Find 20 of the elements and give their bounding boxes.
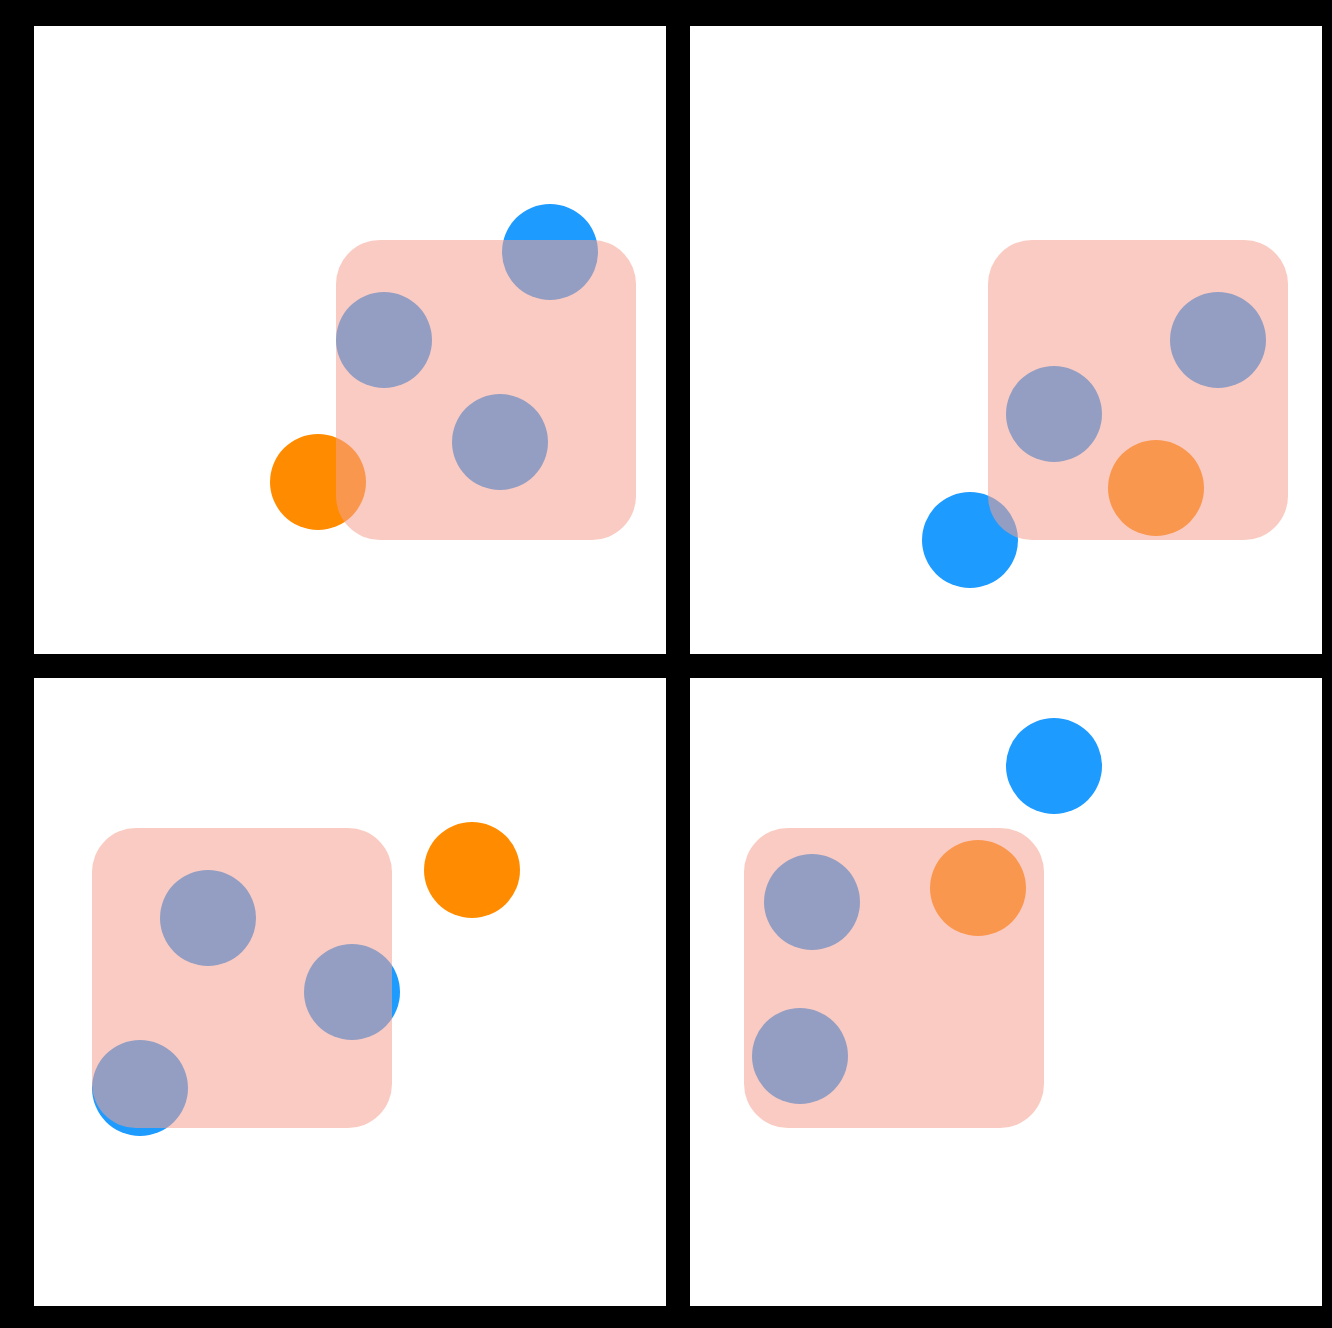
circle-marker bbox=[304, 944, 400, 1040]
panel bbox=[690, 678, 1322, 1306]
circle-marker bbox=[336, 292, 432, 388]
circle-marker bbox=[922, 492, 1018, 588]
circle-marker bbox=[452, 394, 548, 490]
circle-marker bbox=[502, 204, 598, 300]
circle-marker bbox=[1006, 718, 1102, 814]
circle-marker bbox=[424, 822, 520, 918]
circle-marker bbox=[930, 840, 1026, 936]
circle-marker bbox=[160, 870, 256, 966]
panel bbox=[34, 26, 666, 654]
circle-marker bbox=[1170, 292, 1266, 388]
circle-marker bbox=[92, 1040, 188, 1136]
panel bbox=[690, 26, 1322, 654]
circle-marker bbox=[1108, 440, 1204, 536]
circle-marker bbox=[270, 434, 366, 530]
circle-marker bbox=[752, 1008, 848, 1104]
circle-marker bbox=[1006, 366, 1102, 462]
circle-marker bbox=[764, 854, 860, 950]
panel bbox=[34, 678, 666, 1306]
